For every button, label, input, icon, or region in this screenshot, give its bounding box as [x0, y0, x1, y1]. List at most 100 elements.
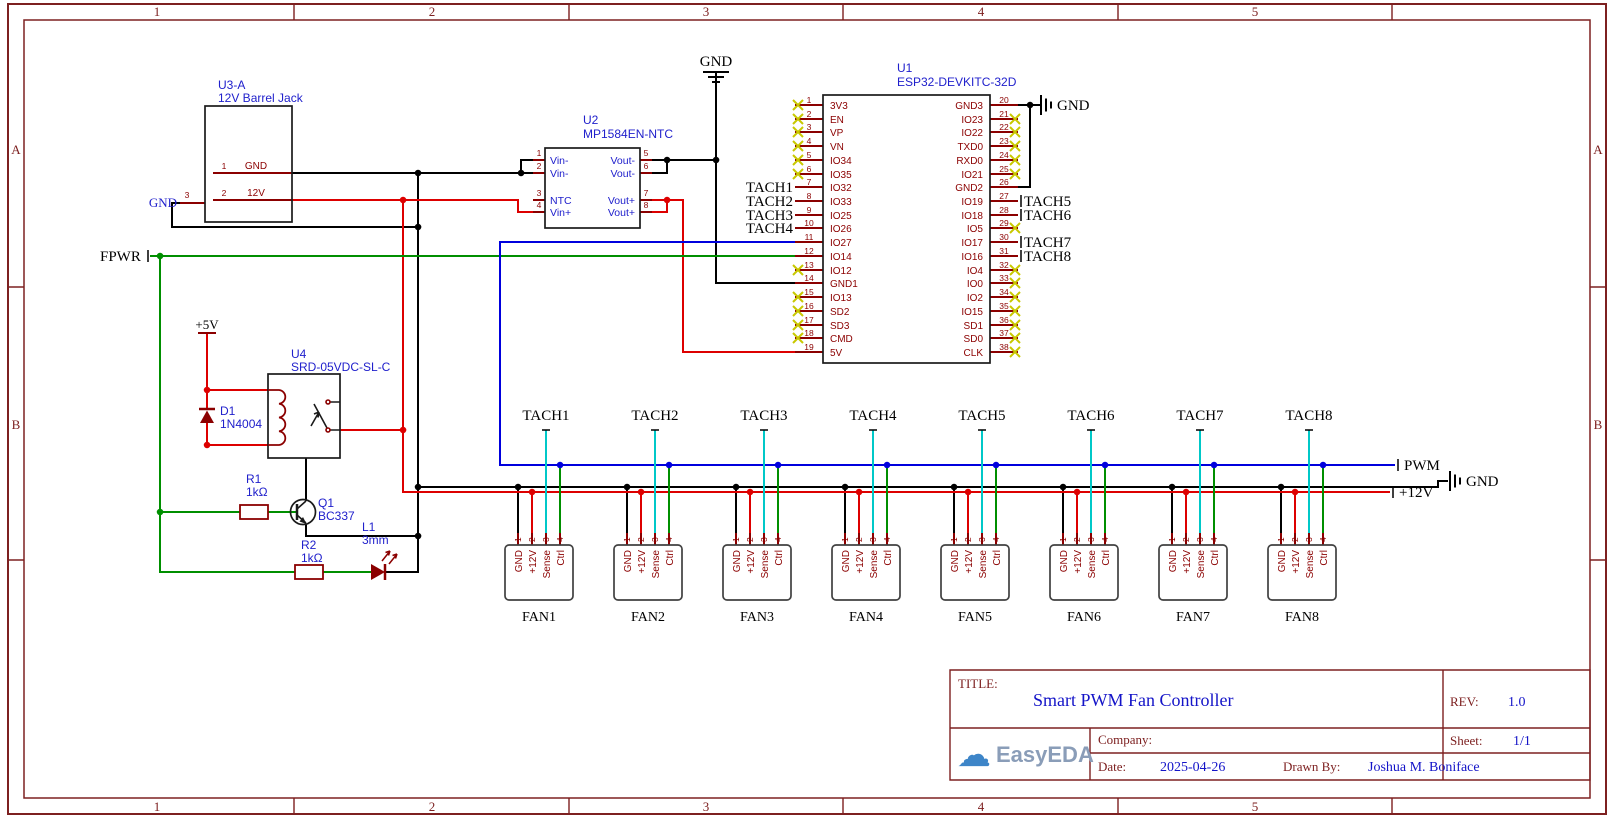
- pin-lines: [517, 533, 1324, 545]
- pin-number: 15: [804, 287, 814, 297]
- barrel-jack-u3a[interactable]: U3-A 12V Barrel Jack 1 GND 2 12V 3: [180, 78, 304, 223]
- pin-number: 3: [759, 537, 769, 542]
- symbol-body[interactable]: [1158, 544, 1228, 601]
- value[interactable]: MP1584EN-NTC: [583, 127, 673, 141]
- diode-d1[interactable]: D1 1N4004: [199, 404, 262, 431]
- refdes[interactable]: R2: [301, 538, 317, 552]
- symbol-body[interactable]: [940, 544, 1010, 601]
- symbol-body[interactable]: [544, 147, 641, 229]
- value[interactable]: SRD-05VDC-SL-C: [291, 360, 391, 374]
- value[interactable]: 1kΩ: [246, 485, 268, 499]
- refdes[interactable]: Q1: [318, 496, 334, 510]
- refdes[interactable]: U2: [583, 113, 599, 127]
- resistor-body[interactable]: [294, 564, 324, 580]
- transistor-q1[interactable]: Q1 BC337: [289, 496, 356, 526]
- pin-number: 37: [999, 328, 1009, 338]
- value[interactable]: 3mm: [362, 533, 389, 547]
- led-icon[interactable]: [371, 564, 385, 580]
- tach5-net-label[interactable]: TACH5: [1024, 194, 1071, 210]
- fan1-connector[interactable]: 1 2 3 4 GND +12V Sense Ctrl FAN1 TACH1: [504, 408, 574, 625]
- frame-outer: [7, 3, 1607, 815]
- barrel-gnd-net-label[interactable]: GND: [149, 195, 177, 210]
- power-5v-symbol[interactable]: +5V: [195, 317, 219, 334]
- refdes[interactable]: D1: [220, 404, 236, 418]
- fan8-connector[interactable]: 1 2 3 4 GND +12V Sense Ctrl FAN8 TACH8: [1267, 408, 1337, 625]
- junction-dots-red: [203, 196, 1299, 496]
- schematic-title: Smart PWM Fan Controller: [1033, 690, 1234, 710]
- resistor-body[interactable]: [239, 504, 269, 520]
- tach-net-label[interactable]: TACH7: [1176, 408, 1224, 424]
- symbol-body[interactable]: [831, 544, 901, 601]
- refdes[interactable]: L1: [362, 520, 376, 534]
- tach2-net-label[interactable]: TACH2: [746, 194, 793, 210]
- symbol-body[interactable]: [267, 373, 341, 459]
- fan5-connector[interactable]: 1 2 3 4 GND +12V Sense Ctrl FAN5 TACH5: [940, 408, 1010, 625]
- wire-pwm-net[interactable]: [499, 241, 1395, 466]
- pin-name: Sense: [1305, 550, 1316, 579]
- diode-icon[interactable]: [200, 410, 214, 424]
- value[interactable]: BC337: [318, 509, 355, 523]
- led-l1[interactable]: L1 3mm: [362, 520, 398, 580]
- pin-name: +12V: [746, 550, 757, 574]
- wire-tach-nets[interactable]: [545, 430, 1310, 533]
- tach-net-label[interactable]: TACH5: [958, 408, 1005, 424]
- symbol-body[interactable]: [1267, 544, 1337, 601]
- pin-number: 35: [999, 301, 1009, 311]
- symbol-body[interactable]: [204, 105, 293, 223]
- symbol-body[interactable]: [822, 94, 991, 364]
- gnd-symbol-esp-right[interactable]: GND: [1040, 95, 1090, 115]
- pin-number: 1: [513, 537, 523, 542]
- refdes[interactable]: R1: [246, 472, 262, 486]
- gnd-symbol-bus-right[interactable]: GND: [1449, 471, 1499, 491]
- pin-number: 2: [636, 537, 646, 542]
- value[interactable]: 1kΩ: [301, 551, 323, 565]
- tach-net-label[interactable]: TACH8: [1285, 408, 1332, 424]
- value[interactable]: 12V Barrel Jack: [218, 91, 304, 105]
- tach-net-label[interactable]: TACH1: [522, 408, 569, 424]
- gnd-symbol-top[interactable]: GND: [700, 54, 733, 83]
- tach1-net-label[interactable]: TACH1: [746, 180, 793, 196]
- pin-name: Sense: [1087, 550, 1098, 579]
- fan7-connector[interactable]: 1 2 3 4 GND +12V Sense Ctrl FAN7 TACH7: [1158, 408, 1228, 625]
- esp32-u1[interactable]: U1 ESP32-DEVKITC-32D 1 2 3 4 5 6 7 8 9 1…: [792, 61, 1021, 364]
- wire-12v-net[interactable]: [206, 199, 1390, 533]
- resistor-r2[interactable]: R2 1kΩ: [294, 538, 324, 580]
- tach6-net-label[interactable]: TACH6: [1024, 208, 1072, 224]
- fan6-connector[interactable]: 1 2 3 4 GND +12V Sense Ctrl FAN6 TACH6: [1049, 408, 1119, 625]
- value[interactable]: 1N4004: [220, 417, 262, 431]
- refdes[interactable]: U3-A: [218, 78, 245, 92]
- pwm-net-label[interactable]: PWM: [1404, 458, 1440, 474]
- tach-net-label[interactable]: TACH4: [849, 408, 897, 424]
- buck-converter-u2[interactable]: U2 MP1584EN-NTC 1 2 3 4 Vin- Vin- NTC Vi…: [533, 113, 673, 229]
- symbol-body[interactable]: [613, 544, 683, 601]
- tach-net-label[interactable]: TACH3: [740, 408, 787, 424]
- pin-number: 17: [804, 315, 814, 325]
- tach7-net-label[interactable]: TACH7: [1024, 235, 1072, 251]
- tach3-net-label[interactable]: TACH3: [746, 208, 793, 224]
- tach8-net-label[interactable]: TACH8: [1024, 249, 1071, 265]
- wire-fpwr-net[interactable]: [150, 255, 1324, 573]
- pin-name: Ctrl: [774, 550, 785, 566]
- fan3-connector[interactable]: 1 2 3 4 GND +12V Sense Ctrl FAN3 TACH3: [722, 408, 792, 625]
- 12v-net-label[interactable]: +12V: [1399, 485, 1433, 501]
- symbol-body[interactable]: [504, 544, 574, 601]
- tach-net-label[interactable]: TACH6: [1067, 408, 1115, 424]
- value[interactable]: ESP32-DEVKITC-32D: [897, 75, 1017, 89]
- symbol-body[interactable]: [1049, 544, 1119, 601]
- fan2-connector[interactable]: 1 2 3 4 GND +12V Sense Ctrl FAN2 TACH2: [613, 408, 683, 625]
- resistor-r1[interactable]: R1 1kΩ: [239, 472, 269, 520]
- wire-gnd-net[interactable]: [171, 72, 1448, 573]
- transistor-body[interactable]: [289, 498, 317, 526]
- refdes[interactable]: U1: [897, 61, 913, 75]
- fpwr-net-label[interactable]: FPWR: [100, 249, 141, 265]
- wires[interactable]: [150, 72, 1448, 573]
- tach4-net-label[interactable]: TACH4: [746, 221, 794, 237]
- fan-connectors[interactable]: 1 2 3 4 GND +12V Sense Ctrl FAN1 TACH1 1…: [504, 408, 1337, 625]
- refdes[interactable]: U4: [291, 347, 307, 361]
- relay-u4[interactable]: U4 SRD-05VDC-SL-C: [267, 347, 391, 459]
- fan4-connector[interactable]: 1 2 3 4 GND +12V Sense Ctrl FAN4 TACH4: [831, 408, 901, 625]
- net-labels[interactable]: FPWR PWM +12V GND TACH1 TACH2 TACH3 TACH…: [100, 180, 1440, 501]
- symbol-body[interactable]: [722, 544, 792, 601]
- tach-net-label[interactable]: TACH2: [631, 408, 678, 424]
- pin-name: IO21: [961, 170, 983, 181]
